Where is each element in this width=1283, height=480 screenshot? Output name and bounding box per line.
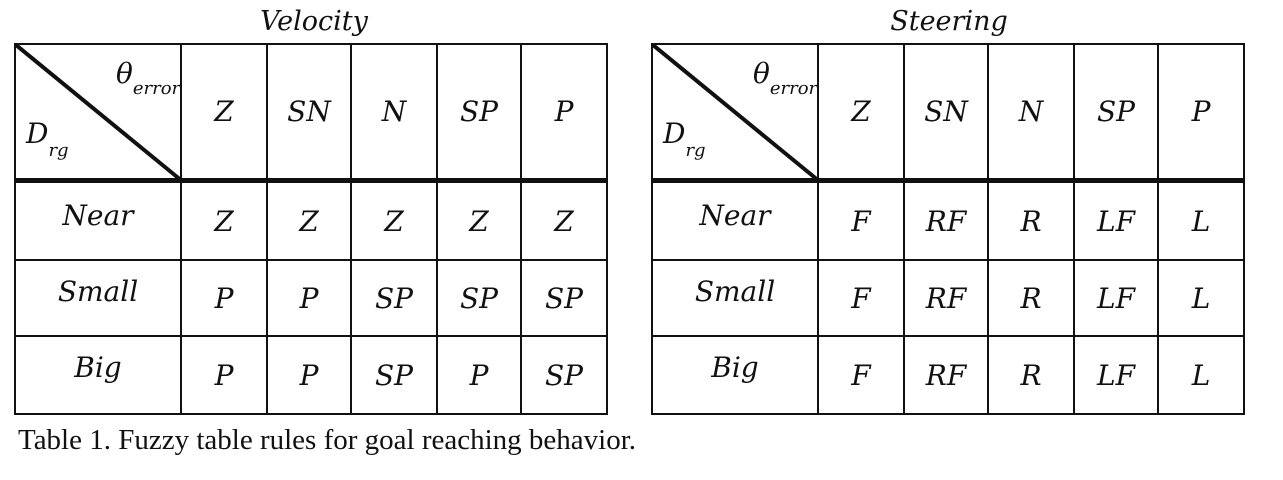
table-cell: L xyxy=(1191,204,1211,238)
table-cell: P xyxy=(299,281,319,315)
table-cell: P xyxy=(469,358,489,392)
table-cell: F xyxy=(851,281,871,315)
column-header: Z xyxy=(851,95,871,128)
table-cell: P xyxy=(214,281,234,315)
column-header: N xyxy=(1018,95,1044,128)
table-cell: Z xyxy=(469,204,489,238)
table-title: Velocity xyxy=(260,6,368,37)
corner-theta-label: θerror xyxy=(753,57,818,99)
table-cell: Z xyxy=(214,204,234,238)
table-cell: P xyxy=(214,358,234,392)
table-cell: Z xyxy=(554,204,574,238)
corner-d-label: Drg xyxy=(26,117,69,161)
column-header: SP xyxy=(1096,95,1136,128)
table-cell: R xyxy=(1020,358,1042,392)
column-header: SP xyxy=(459,95,499,128)
column-header: P xyxy=(554,95,574,128)
table-cell: SP xyxy=(374,358,414,392)
row-label: Near xyxy=(62,198,134,232)
corner-diagonal xyxy=(16,45,184,183)
column-header: SN xyxy=(287,95,331,128)
column-header: P xyxy=(1191,95,1211,128)
table-cell: SP xyxy=(374,281,414,315)
table-cell: RF xyxy=(925,281,967,315)
column-header: Z xyxy=(214,95,234,128)
table-cell: R xyxy=(1020,204,1042,238)
table-caption: Table 1. Fuzzy table rules for goal reac… xyxy=(18,424,637,456)
table-cell: LF xyxy=(1096,358,1136,392)
table-cell: LF xyxy=(1096,204,1136,238)
table-cell: LF xyxy=(1096,281,1136,315)
table-cell: SP xyxy=(544,358,584,392)
table-cell: R xyxy=(1020,281,1042,315)
table-cell: SP xyxy=(544,281,584,315)
table-cell: F xyxy=(851,358,871,392)
column-header: N xyxy=(381,95,407,128)
row-label: Small xyxy=(57,274,139,308)
table-title: Steering xyxy=(890,6,1008,37)
table-cell: P xyxy=(299,358,319,392)
table-cell: SP xyxy=(459,281,499,315)
row-label: Near xyxy=(699,198,771,232)
table-cell: L xyxy=(1191,281,1211,315)
table-cell: F xyxy=(851,204,871,238)
table-cell: Z xyxy=(299,204,319,238)
table-grid: θerror Drg Z SN N SP P Near Z Z Z Z Z Sm… xyxy=(14,43,608,415)
row-label: Big xyxy=(74,350,122,384)
table-cell: Z xyxy=(384,204,404,238)
row-label: Small xyxy=(694,274,776,308)
table-cell: L xyxy=(1191,358,1211,392)
corner-theta-label: θerror xyxy=(116,57,181,99)
corner-d-label: Drg xyxy=(663,117,706,161)
table-grid: θerror Drg Z SN N SP P Near F RF R LF L … xyxy=(651,43,1245,415)
row-label: Big xyxy=(711,350,759,384)
table-cell: RF xyxy=(925,204,967,238)
corner-diagonal xyxy=(653,45,821,183)
column-header: SN xyxy=(924,95,968,128)
table-cell: RF xyxy=(925,358,967,392)
